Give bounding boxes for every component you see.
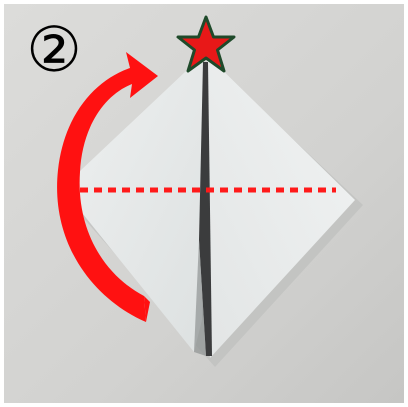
origami-illustration — [0, 0, 408, 407]
origami-step-frame: ② — [0, 0, 408, 407]
